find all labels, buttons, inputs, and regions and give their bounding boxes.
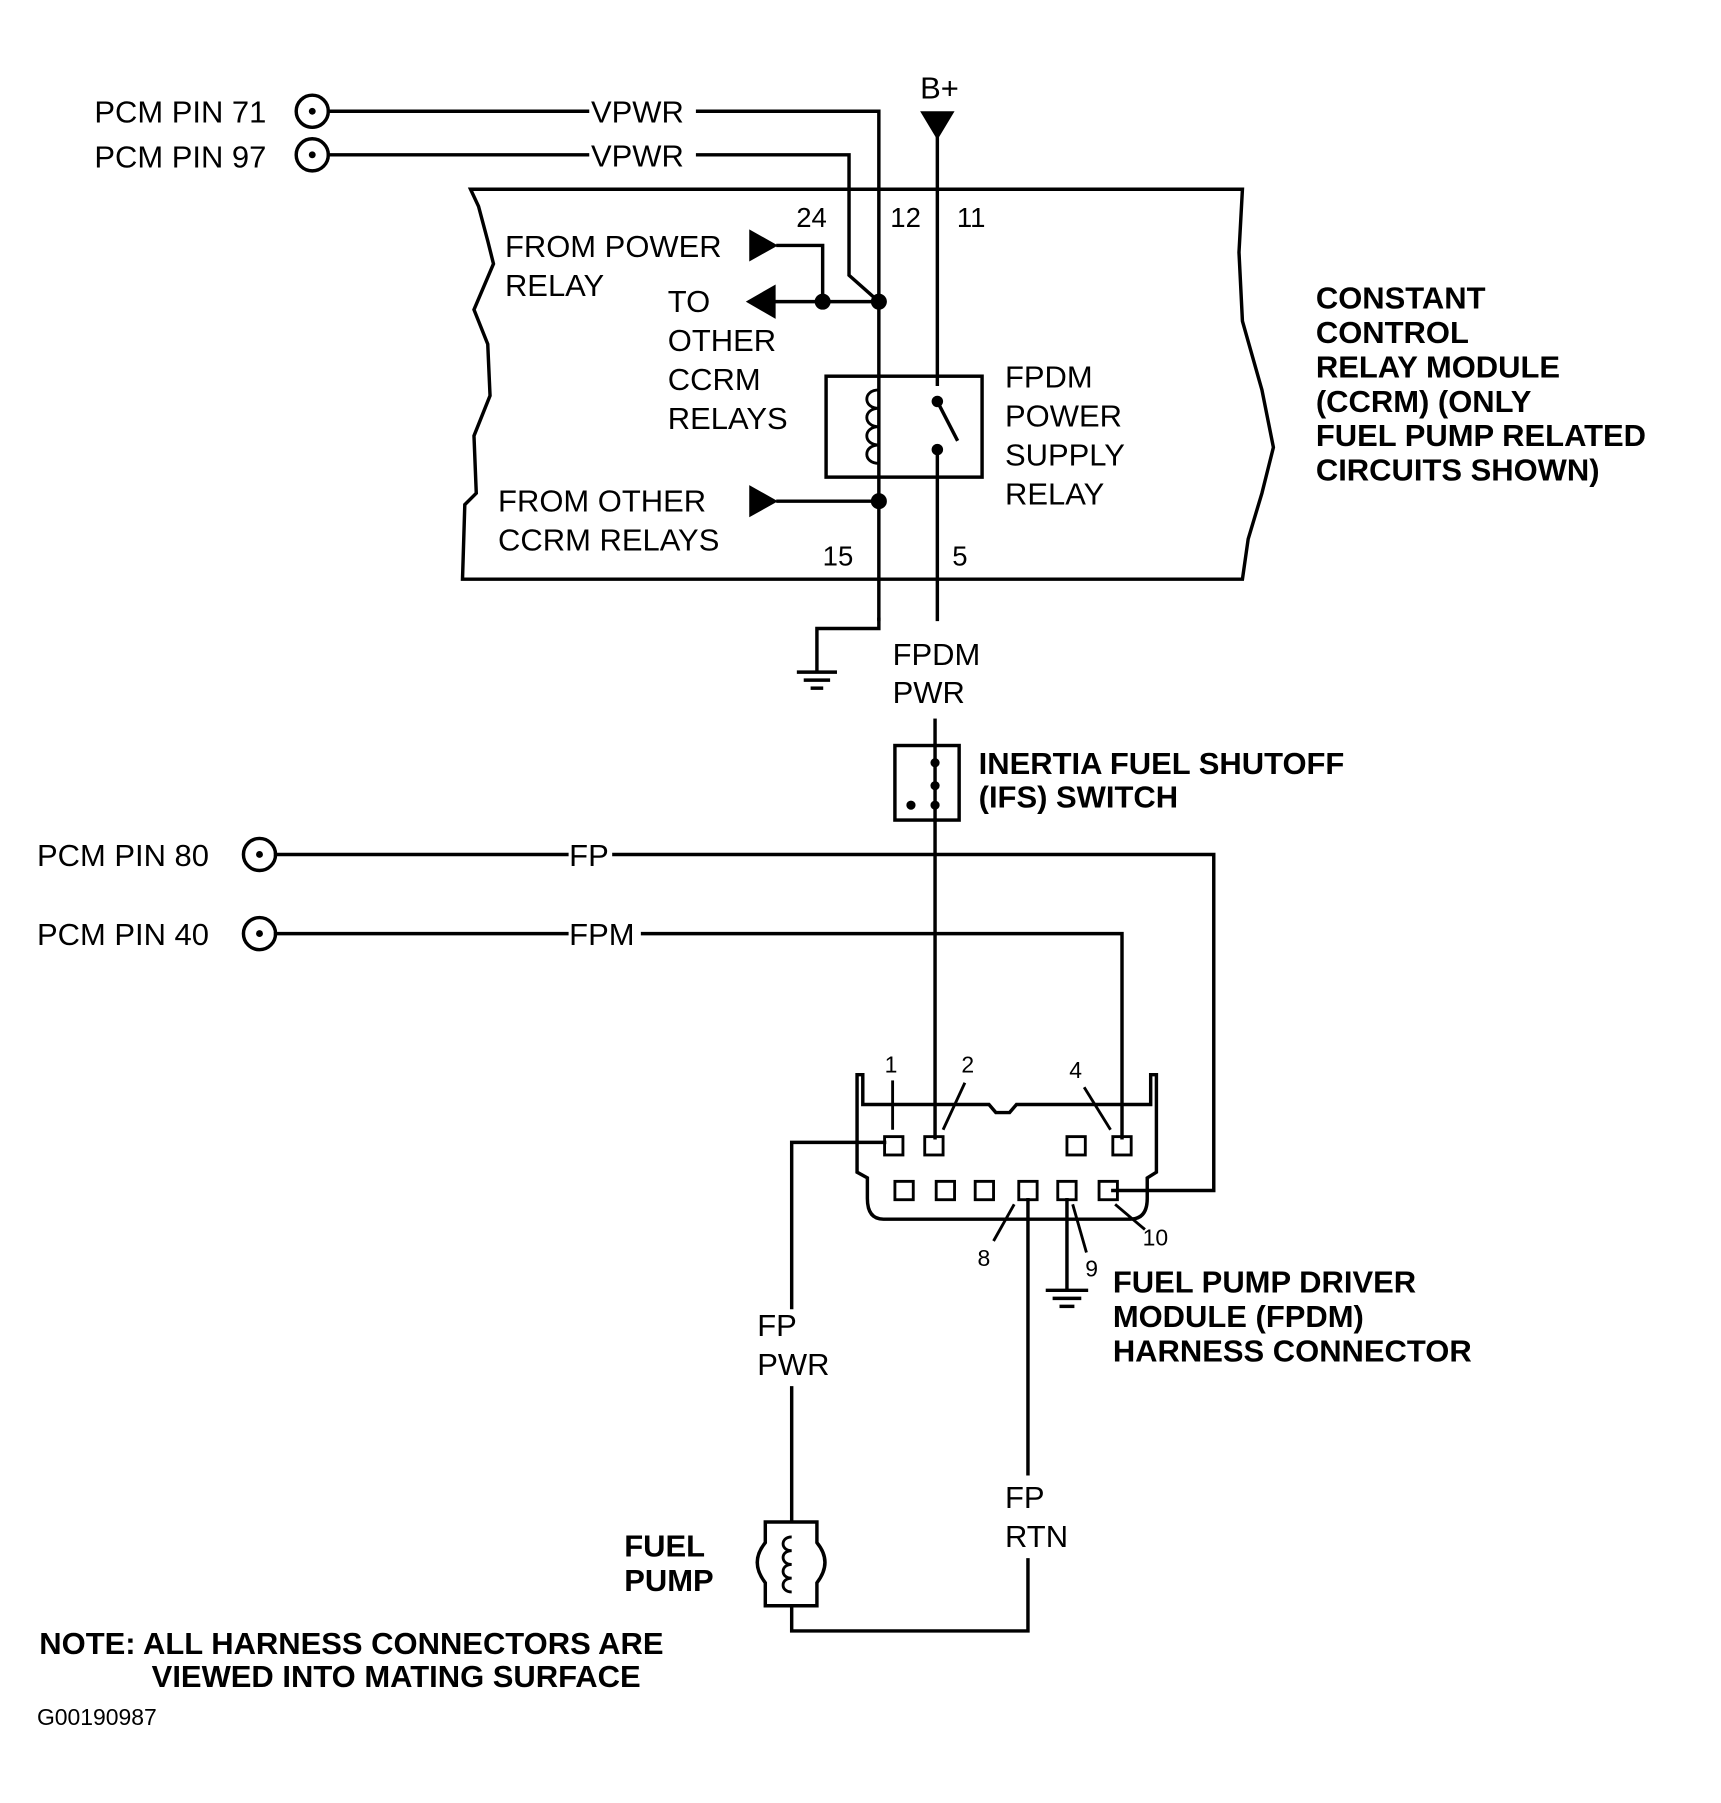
input-arrow-icon — [749, 485, 778, 518]
ccrm-pin-12: 12 — [890, 202, 921, 233]
to-other-label-1: TO — [668, 284, 710, 319]
to-other-label-3: CCRM — [668, 362, 761, 397]
ccrm-title-1: CONSTANT — [1316, 281, 1486, 316]
connector-pin-10: 10 — [1143, 1225, 1169, 1251]
note-line-2: VIEWED INTO MATING SURFACE — [152, 1659, 641, 1694]
relay-switch-icon — [931, 395, 960, 456]
ifs-switch-contacts-icon — [906, 743, 940, 822]
note-line-1: NOTE: ALL HARNESS CONNECTORS ARE — [39, 1626, 663, 1661]
ccrm-module-outline — [460, 187, 1276, 581]
connector-title-2: MODULE (FPDM) — [1113, 1299, 1364, 1334]
connector-pin-9: 9 — [1085, 1256, 1098, 1282]
fuel-pump-motor-icon — [755, 1520, 827, 1608]
relay-label-2: POWER — [1005, 399, 1122, 434]
relay-coil-icon — [865, 388, 880, 465]
from-power-relay-label-1: FROM POWER — [505, 229, 722, 264]
fp-wire-right — [612, 852, 1216, 1193]
pcm-pin-80-terminal-icon — [241, 836, 278, 873]
pcm-pin-97-terminal-icon — [294, 137, 331, 173]
ccrm-pin-5: 5 — [952, 540, 967, 571]
inertia-fuel-shutoff-switch — [893, 743, 961, 822]
connector-title-1: FUEL PUMP DRIVER — [1113, 1265, 1416, 1300]
ground-icon — [1045, 1288, 1089, 1309]
fp-wire-label: FP — [569, 838, 609, 873]
ifs-label-1: INERTIA FUEL SHUTOFF — [979, 746, 1345, 781]
pcm-pin-71-label: PCM PIN 71 — [94, 95, 266, 130]
junction-dot — [814, 293, 831, 310]
power-relay-wire — [776, 243, 825, 304]
from-power-relay-label-2: RELAY — [505, 268, 604, 303]
pcm-pin-80-label: PCM PIN 80 — [37, 838, 209, 873]
vpwr-wire-1-right — [695, 109, 881, 622]
fp-pwr-wire-upper — [789, 1140, 887, 1310]
fp-rtn-label-2: RTN — [1005, 1519, 1068, 1554]
vpwr-wire-2-right — [695, 153, 882, 305]
fpdm-pwr-label-2: PWR — [893, 675, 965, 710]
from-other-label-2: CCRM RELAYS — [498, 523, 719, 558]
ccrm-title-3: RELAY MODULE — [1316, 349, 1560, 384]
ccrm-title-2: CONTROL — [1316, 315, 1469, 350]
from-other-label-1: FROM OTHER — [498, 484, 706, 519]
to-other-label-2: OTHER — [668, 323, 776, 358]
ccrm-title-4: (CCRM) (ONLY — [1316, 384, 1532, 419]
pin-4-pointer — [1082, 1086, 1112, 1131]
output-arrow-icon — [745, 284, 776, 319]
ccrm-pin-15: 15 — [823, 540, 854, 571]
fp-rtn-label-1: FP — [1005, 1480, 1045, 1515]
figure-id: G00190987 — [37, 1704, 157, 1730]
ifs-label-2: (IFS) SWITCH — [979, 779, 1178, 814]
relay-label-4: RELAY — [1005, 477, 1104, 512]
pcm-pin-40-terminal-icon — [241, 915, 278, 952]
battery-positive-label: B+ — [920, 71, 959, 106]
fp-pwr-label-1: FP — [757, 1308, 797, 1343]
ccrm-pin-11: 11 — [957, 202, 986, 233]
ground-icon — [796, 670, 837, 690]
pin-2-pointer — [941, 1082, 967, 1131]
connector-pin-8: 8 — [977, 1245, 990, 1271]
fp-pwr-label-2: PWR — [757, 1347, 829, 1382]
pcm-pin-71-terminal-icon — [294, 93, 331, 130]
fpdm-pwr-label-1: FPDM — [893, 637, 981, 672]
fpm-wire-label: FPM — [569, 917, 634, 952]
fuel-pump-label-1: FUEL — [624, 1528, 705, 1563]
connector-pin-4: 4 — [1069, 1057, 1082, 1083]
junction-dot — [870, 293, 887, 310]
fpdm-harness-connector — [855, 1072, 1159, 1221]
pcm-pin-97-label: PCM PIN 97 — [94, 139, 266, 174]
ccrm-pin-24: 24 — [796, 202, 827, 233]
pcm-pin-40-label: PCM PIN 40 — [37, 917, 209, 952]
vpwr-label-2: VPWR — [591, 138, 684, 173]
fpdm-power-supply-relay — [824, 374, 984, 479]
fp-rtn-wire-lower — [789, 1558, 1030, 1633]
relay-label-3: SUPPLY — [1005, 438, 1125, 473]
connector-pin-1: 1 — [885, 1051, 898, 1077]
input-arrow-icon — [749, 229, 778, 262]
vpwr-label-1: VPWR — [591, 95, 684, 130]
relay-label-1: FPDM — [1005, 360, 1093, 395]
pin-8-pointer — [992, 1203, 1016, 1242]
pin-9-pointer — [1071, 1203, 1088, 1253]
connector-pin-2: 2 — [961, 1051, 974, 1077]
pin-10-pointer — [1114, 1203, 1146, 1231]
junction-dot — [870, 493, 887, 510]
to-other-label-4: RELAYS — [668, 401, 788, 436]
fpm-wire-right — [640, 931, 1124, 1140]
fuel-pump-label-2: PUMP — [624, 1563, 713, 1598]
connector-title-3: HARNESS CONNECTOR — [1113, 1333, 1472, 1368]
ccrm-title-6: CIRCUITS SHOWN) — [1316, 453, 1600, 488]
ccrm-title-5: FUEL PUMP RELATED — [1316, 418, 1646, 453]
ground-wire — [815, 617, 881, 673]
